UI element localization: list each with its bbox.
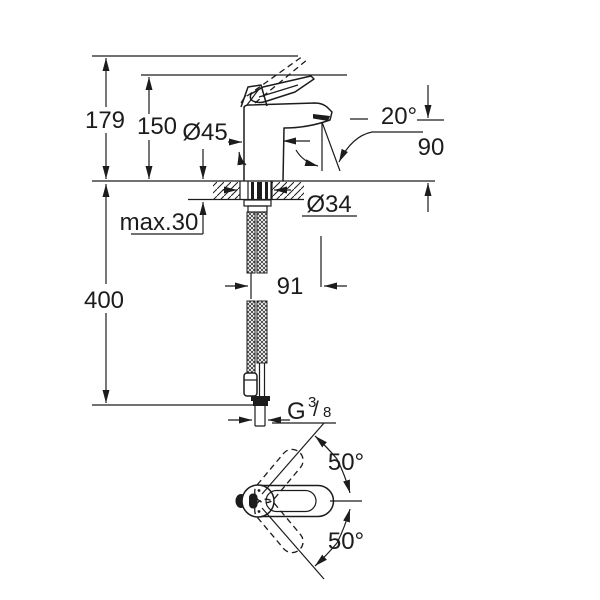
dim-overall-height: 179 — [85, 58, 125, 179]
thread-label-g: G — [287, 398, 306, 425]
dim-label-400: 400 — [84, 287, 124, 314]
swivel-arc-lower — [336, 508, 351, 544]
dim-label-max30: max.30 — [120, 209, 199, 236]
dim-label-swivel-down: 50° — [328, 528, 364, 555]
faucet-top-view: 50° 50° — [235, 422, 364, 580]
dim-hose-length: 400 — [84, 184, 124, 403]
dim-spout-reach: 91 — [225, 236, 347, 300]
faucet-side-view — [240, 55, 333, 213]
dim-label-swivel-up: 50° — [328, 449, 364, 476]
dim-thread-size: G 3 / 8 — [228, 394, 336, 425]
spout-slot-top-view — [249, 493, 258, 509]
connection-tube — [258, 363, 266, 396]
swivel-arc-upper — [336, 458, 351, 494]
hose-end-fitting — [243, 372, 258, 397]
mounting-hole-edges — [239, 181, 273, 200]
swivel-arc-upper — [314, 435, 338, 460]
thread-nut-lower — [253, 401, 268, 406]
hose-right-lower — [256, 300, 268, 364]
hose-left-upper — [246, 211, 256, 274]
thread-nut-upper — [251, 396, 270, 401]
angle-arc-arrow — [295, 149, 319, 167]
dim-max-mounting-thickness: max.30 — [120, 149, 207, 236]
handle-lever-raised-dashed — [246, 55, 309, 104]
deck-hatch-left — [213, 182, 240, 200]
swivel-angle-lines — [261, 422, 325, 580]
aerator-outlet — [313, 114, 330, 121]
dim-label-179: 179 — [85, 107, 125, 134]
dim-label-90: 90 — [418, 134, 445, 161]
swivel-arc-lower — [314, 542, 338, 567]
dim-spout-outlet-height: 90 — [417, 85, 444, 212]
thread-pipe — [254, 406, 266, 427]
angle-arc-leader — [338, 131, 423, 163]
base-pointer-arrow — [237, 151, 247, 166]
angle-line-slanted — [321, 121, 341, 172]
dim-label-20deg: 20° — [381, 103, 417, 130]
handle-top-view-inner — [265, 489, 317, 513]
dim-mounting-hole-diameter: Ø34 — [223, 186, 357, 218]
shank-thread-bar — [265, 182, 268, 200]
hose-right-upper — [256, 211, 268, 274]
dim-label-dia34: Ø34 — [306, 191, 351, 218]
marker-dot-hot — [257, 489, 261, 492]
mounting-nut — [247, 205, 268, 213]
supply-hoses — [243, 211, 270, 427]
handle-swivel-up-dashed — [254, 448, 304, 504]
deck-hatch-right — [272, 182, 304, 200]
shank-thread-bar — [251, 182, 254, 200]
dim-body-diameter: Ø45 — [182, 119, 310, 166]
shank-thread-bar — [257, 182, 262, 200]
faucet-body-outline — [243, 102, 333, 182]
marker-dot-cold — [257, 510, 261, 513]
handle-swivel-down-dashed — [254, 498, 304, 554]
dim-spout-angle: 20° — [295, 103, 423, 172]
handle-base-detail — [240, 88, 260, 106]
shank-outline — [247, 181, 272, 200]
thread-label-slash: / — [313, 398, 319, 421]
dim-label-150: 150 — [137, 113, 177, 140]
mounting-flange — [243, 199, 272, 207]
thread-label-numerator: 3 — [308, 394, 316, 411]
dim-label-91: 91 — [277, 273, 304, 300]
hose-left-lower — [246, 300, 256, 374]
reference-lines — [92, 55, 435, 406]
dim-spout-top-height: 150 — [137, 77, 177, 179]
body-circle-top-view — [241, 484, 275, 518]
thread-label-denominator: 8 — [323, 404, 331, 421]
dim-label-dia45: Ø45 — [182, 119, 227, 146]
handle-lever — [249, 75, 315, 104]
